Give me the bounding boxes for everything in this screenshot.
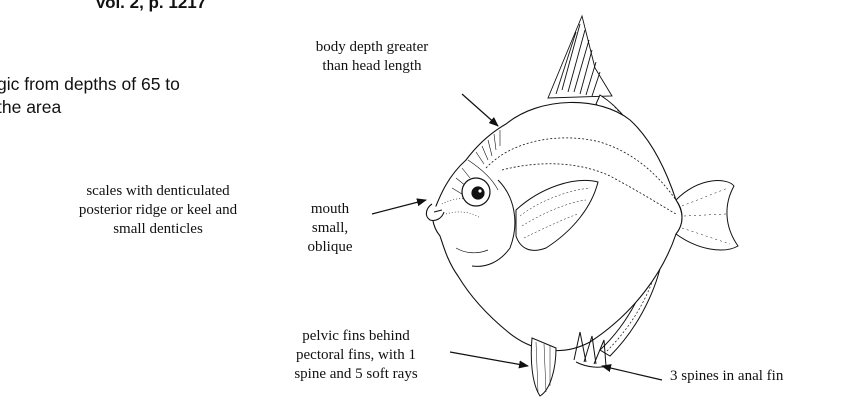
arrow-mouth xyxy=(372,200,426,214)
callout-body-depth: body depth greater than head length xyxy=(316,38,428,76)
dorsal-fin xyxy=(548,16,612,98)
callout-mouth-line-1: mouth xyxy=(308,200,353,219)
eye xyxy=(462,178,490,206)
callout-body-depth-line-2: than head length xyxy=(316,57,428,76)
pelvic-fin xyxy=(531,338,556,396)
caudal-fin xyxy=(676,181,738,250)
callout-mouth: mouth small, oblique xyxy=(308,200,353,257)
callout-scales-line-1: scales with denticulated xyxy=(38,182,278,201)
callout-anal-fin: 3 spines in anal fin xyxy=(670,367,783,386)
arrow-pelvic xyxy=(450,352,528,366)
arrow-body-depth xyxy=(462,94,498,126)
arrow-anal xyxy=(602,366,662,380)
callout-pelvic-line-2: pectoral fins, with 1 xyxy=(294,346,417,365)
callout-pelvic-fins: pelvic fins behind pectoral fins, with 1… xyxy=(294,327,417,384)
callout-scales-line-2: posterior ridge or keel and xyxy=(38,201,278,220)
callout-mouth-line-2: small, xyxy=(308,219,353,238)
callout-body-depth-line-1: body depth greater xyxy=(316,38,428,57)
callout-scales: scales with denticulated posterior ridge… xyxy=(38,182,278,239)
callout-mouth-line-3: oblique xyxy=(308,238,353,257)
callout-scales-line-3: small denticles xyxy=(38,220,278,239)
callout-pelvic-line-1: pelvic fins behind xyxy=(294,327,417,346)
callout-pelvic-line-3: spine and 5 soft rays xyxy=(294,365,417,384)
